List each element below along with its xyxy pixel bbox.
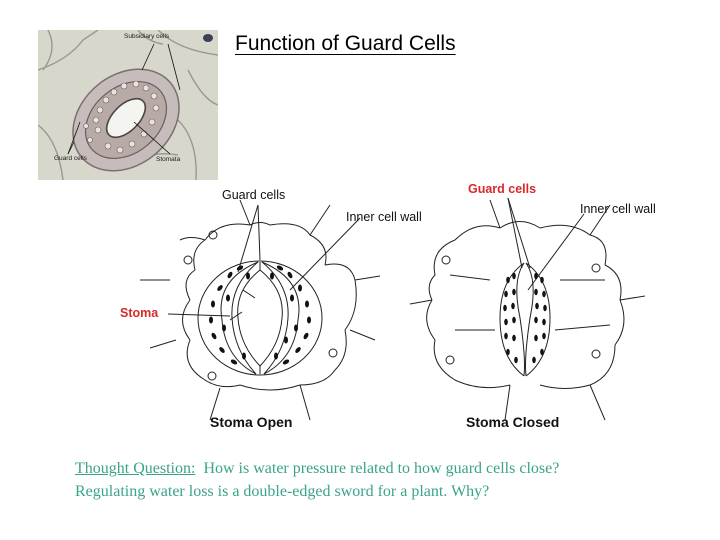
stoma-closed-caption: Stoma Closed <box>466 414 559 430</box>
stomata-label: Stomata <box>156 156 180 163</box>
stoma-open-caption: Stoma Open <box>210 414 292 430</box>
open-guard-cells-label: Guard cells <box>222 188 285 202</box>
stoma-label: Stoma <box>120 306 158 320</box>
thought-question-text-1: How is water pressure related to how gua… <box>203 460 559 477</box>
thought-question-line-1: Thought Question: How is water pressure … <box>75 457 559 480</box>
stomata-micrograph: Subsidiary cells Guard cells Stomata <box>38 30 218 180</box>
thought-question: Thought Question: How is water pressure … <box>75 457 559 503</box>
closed-guard-cells-label: Guard cells <box>468 182 536 196</box>
open-inner-wall-label: Inner cell wall <box>346 210 422 224</box>
closed-inner-wall-label: Inner cell wall <box>580 202 656 216</box>
guard-cells-micro-label: Guard cells <box>54 155 87 162</box>
slide-title: Function of Guard Cells <box>235 32 456 56</box>
thought-question-heading: Thought Question: <box>75 460 195 477</box>
guard-cell-diagram: Guard cells Inner cell wall Stoma Stoma … <box>110 180 690 440</box>
thought-question-line-2: Regulating water loss is a double-edged … <box>75 480 559 503</box>
subsidiary-cells-label: Subsidiary cells <box>124 33 169 40</box>
